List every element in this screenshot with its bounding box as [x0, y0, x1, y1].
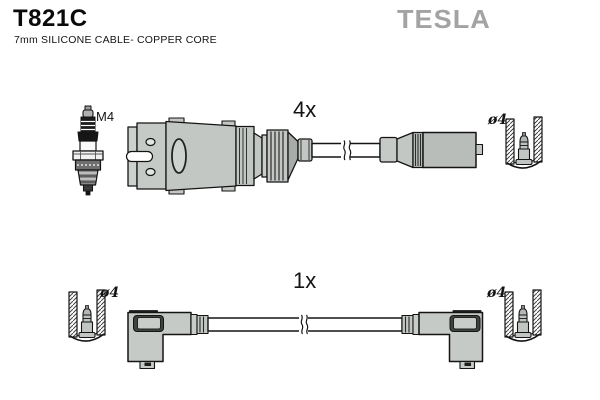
terminal-cross-section-top-right — [505, 116, 543, 169]
angled-boot-right — [401, 310, 484, 370]
terminal-cross-section-bottom-right — [504, 289, 542, 342]
part-number: T821C — [13, 5, 88, 32]
spark-plug-thread-label: M4 — [96, 109, 115, 124]
diameter-label-bottom-left: ø4 — [100, 285, 120, 301]
product-subtitle: 7mm SILICONE CABLE- COPPER CORE — [14, 34, 217, 46]
brand-logo: TESLA — [397, 4, 491, 34]
angled-boot-left — [127, 310, 209, 370]
diameter-label-bottom-right: ø4 — [487, 285, 507, 301]
top-cable-drawing — [125, 117, 484, 195]
diameter-label-top-right: ø4 — [488, 112, 508, 128]
bottom-quantity-label: 1x — [293, 268, 317, 293]
bottom-cable-drawing — [127, 310, 484, 370]
spark-plug-icon — [72, 105, 104, 196]
top-quantity-label: 4x — [293, 97, 317, 122]
